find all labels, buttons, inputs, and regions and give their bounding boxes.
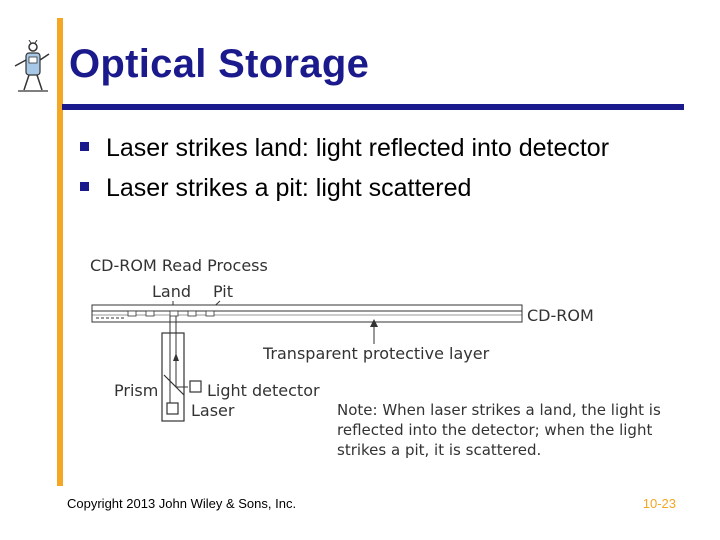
pit-label: Pit (213, 282, 233, 301)
figure-caption: CD-ROM Read Process (90, 256, 268, 275)
laser-housing (161, 332, 185, 422)
page-number: 10-23 (642, 496, 676, 511)
accent-vertical-bar (57, 18, 63, 486)
laser-label: Laser (191, 401, 235, 420)
note-line: strikes a pit, it is scattered. (337, 441, 541, 459)
beam-arrow-icon (173, 353, 179, 361)
slide-title: Optical Storage (69, 42, 370, 86)
layer-label: Transparent protective layer (262, 344, 490, 363)
detector-label: Light detector (207, 381, 320, 400)
cdrom-read-diagram: CD-ROM Read Process Land Pit CD-ROM Tran… (90, 256, 661, 459)
layer-arrow-icon (370, 319, 378, 327)
title-rule (62, 104, 684, 110)
prism-label: Prism (114, 381, 158, 400)
laser-source-box (166, 402, 179, 415)
light-detector-box (189, 380, 202, 393)
land-label: Land (152, 282, 191, 301)
note-line: reflected into the detector; when the li… (337, 421, 652, 439)
cdrom-disc (91, 304, 523, 323)
note-line: Note: When laser strikes a land, the lig… (337, 401, 661, 419)
mascot-icon (14, 40, 50, 92)
cdrom-label: CD-ROM (527, 306, 594, 325)
prism-mirror (163, 374, 185, 396)
copyright-footer: Copyright 2013 John Wiley & Sons, Inc. (67, 496, 297, 511)
bullet-square-icon (80, 142, 89, 151)
bullet-square-icon (80, 182, 89, 191)
